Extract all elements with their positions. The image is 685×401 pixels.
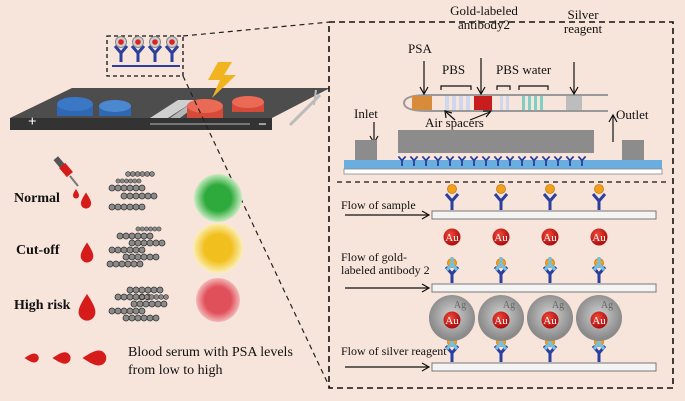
gold-label: Au: [592, 232, 606, 244]
gold-label: Au: [592, 315, 606, 327]
gold-label: Au: [494, 232, 508, 244]
detail-panel: [328, 21, 674, 389]
silver-label: Ag: [454, 300, 466, 311]
gold-label: Au: [543, 232, 557, 244]
blood-drop-high: [78, 294, 96, 321]
flow-silver-label: Flow of silver reagent: [341, 344, 447, 358]
nanostructure-normal: [108, 171, 158, 211]
legend-line-1: Blood serum with PSA levels: [128, 345, 293, 360]
blood-drop-normal: [80, 192, 92, 209]
silver-label: Ag: [503, 300, 515, 311]
silver-reagent-label: Silver reagent: [563, 7, 603, 36]
silver-label: Ag: [552, 300, 564, 311]
blood-drop-cutoff: [80, 242, 94, 263]
outlet-label: Outlet: [616, 107, 649, 122]
legend-drops: [24, 350, 107, 366]
gold-antibody-label: Gold-labeled antibody2: [450, 3, 518, 32]
flow-gold-label: Flow of gold-labeled antibody 2: [341, 250, 430, 277]
silver-label: Ag: [601, 300, 613, 311]
cutoff-label: Cut-off: [16, 243, 60, 258]
nanostructure-high: [108, 286, 169, 322]
air-spacers-label: Air spacers: [425, 115, 484, 130]
legend-line-2: from low to high: [128, 363, 223, 378]
nanostructure-cutoff: [106, 226, 166, 268]
gold-label: Au: [445, 232, 459, 244]
psa-label: PSA: [408, 41, 432, 56]
flow-sample-scene: [345, 184, 657, 220]
zoom-line-bottom: [182, 75, 331, 389]
gold-label: Au: [445, 315, 459, 327]
flow-silver-scene: Ag Au Ag Au Ag Au Ag Au: [345, 295, 657, 372]
flow-gold-scene: Au Au Au Au: [345, 228, 657, 293]
microfluidic-chip: [10, 88, 330, 130]
normal-label: Normal: [14, 191, 60, 206]
chip-cross-section: [343, 130, 663, 175]
gold-label: Au: [494, 315, 508, 327]
indicator-high: [196, 278, 240, 322]
plus-label: +: [28, 114, 37, 130]
pbs-label: PBS: [442, 62, 466, 77]
indicator-normal: [194, 174, 242, 222]
reagent-channel: [402, 94, 608, 112]
high-risk-label: High risk: [14, 298, 71, 313]
gold-label: Au: [543, 315, 557, 327]
zoom-source-box: [106, 35, 184, 77]
indicator-cutoff: [193, 223, 243, 273]
inlet-label: Inlet: [354, 106, 378, 121]
minus-label: −: [258, 117, 267, 133]
lightning-icon: [208, 62, 236, 98]
pipette-icon: [53, 156, 79, 199]
zoom-line-top: [182, 21, 331, 37]
pbs-water-label: PBS water: [496, 62, 552, 77]
flow-sample-label: Flow of sample: [341, 198, 416, 212]
